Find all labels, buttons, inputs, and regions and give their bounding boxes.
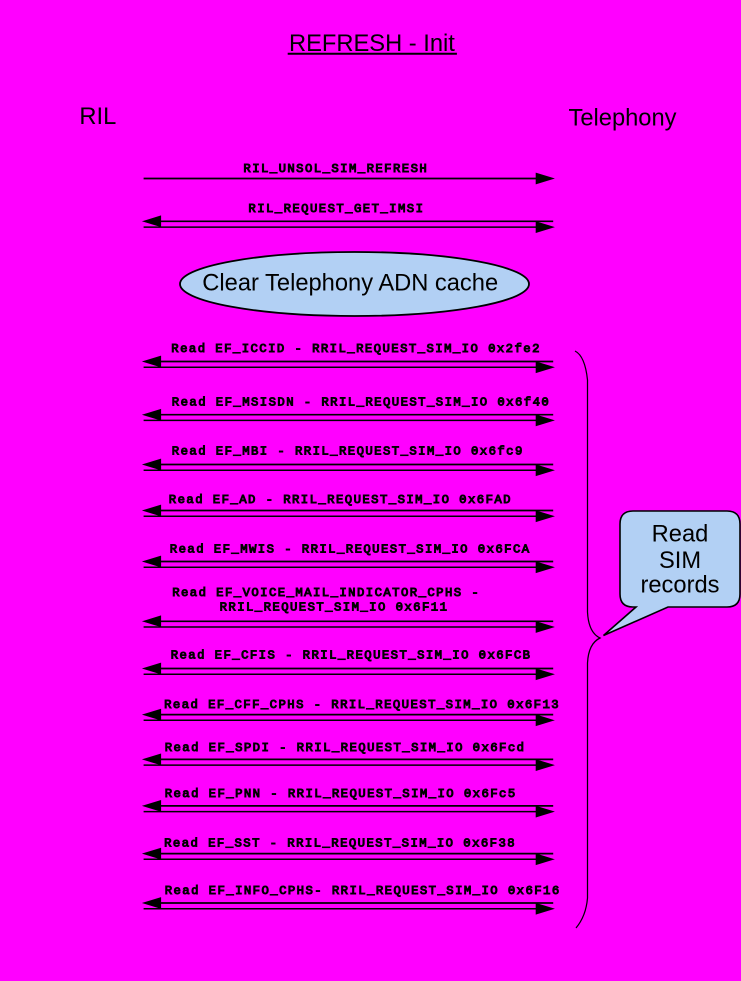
svg-text:Read EF_AD - RRIL_REQUEST_SIM_: Read EF_AD - RRIL_REQUEST_SIM_IO 0x6FAD	[169, 493, 512, 507]
svg-text:RIL_REQUEST_GET_IMSI: RIL_REQUEST_GET_IMSI	[248, 202, 424, 216]
svg-text:Read EF_PNN - RRIL_REQUEST_SIM: Read EF_PNN - RRIL_REQUEST_SIM_IO 0x6Fc5	[165, 787, 517, 801]
svg-text:REFRESH - Init: REFRESH - Init	[289, 31, 455, 57]
svg-text:Read EF_CFF_CPHS - RRIL_REQUES: Read EF_CFF_CPHS - RRIL_REQUEST_SIM_IO 0…	[164, 698, 560, 712]
svg-text:Read EF_CFIS - RRIL_REQUEST_SI: Read EF_CFIS - RRIL_REQUEST_SIM_IO 0x6FC…	[171, 649, 532, 663]
svg-text:Clear Telephony ADN cache: Clear Telephony ADN cache	[202, 271, 498, 297]
svg-text:RRIL_REQUEST_SIM_IO 0x6F11: RRIL_REQUEST_SIM_IO 0x6F11	[220, 600, 449, 614]
svg-text:Read EF_SST - RRIL_REQUEST_SIM: Read EF_SST - RRIL_REQUEST_SIM_IO 0x6F38	[164, 837, 516, 851]
svg-text:Read EF_SPDI - RRIL_REQUEST_SI: Read EF_SPDI - RRIL_REQUEST_SIM_IO 0x6Fc…	[165, 741, 526, 755]
svg-text:Read EF_VOICE_MAIL_INDICATOR_C: Read EF_VOICE_MAIL_INDICATOR_CPHS -	[172, 586, 480, 600]
svg-text:RIL_UNSOL_SIM_REFRESH: RIL_UNSOL_SIM_REFRESH	[243, 162, 428, 176]
svg-text:Read EF_MSISDN - RRIL_REQUEST_: Read EF_MSISDN - RRIL_REQUEST_SIM_IO 0x6…	[172, 396, 550, 410]
svg-text:Read EF_ICCID - RRIL_REQUEST_S: Read EF_ICCID - RRIL_REQUEST_SIM_IO 0x2f…	[171, 342, 541, 356]
svg-text:RIL: RIL	[79, 104, 116, 130]
svg-text:Telephony: Telephony	[569, 105, 677, 131]
svg-text:Read EF_MWIS - RRIL_REQUEST_SI: Read EF_MWIS - RRIL_REQUEST_SIM_IO 0x6FC…	[170, 543, 531, 557]
svg-text:records: records	[641, 573, 720, 599]
svg-text:Read EF_INFO_CPHS- RRIL_REQUES: Read EF_INFO_CPHS- RRIL_REQUEST_SIM_IO 0…	[165, 884, 561, 898]
svg-text:SIM: SIM	[659, 548, 701, 574]
svg-text:Read EF_MBI - RRIL_REQUEST_SIM: Read EF_MBI - RRIL_REQUEST_SIM_IO 0x6fc9	[172, 445, 524, 459]
svg-text:Read: Read	[652, 522, 709, 548]
